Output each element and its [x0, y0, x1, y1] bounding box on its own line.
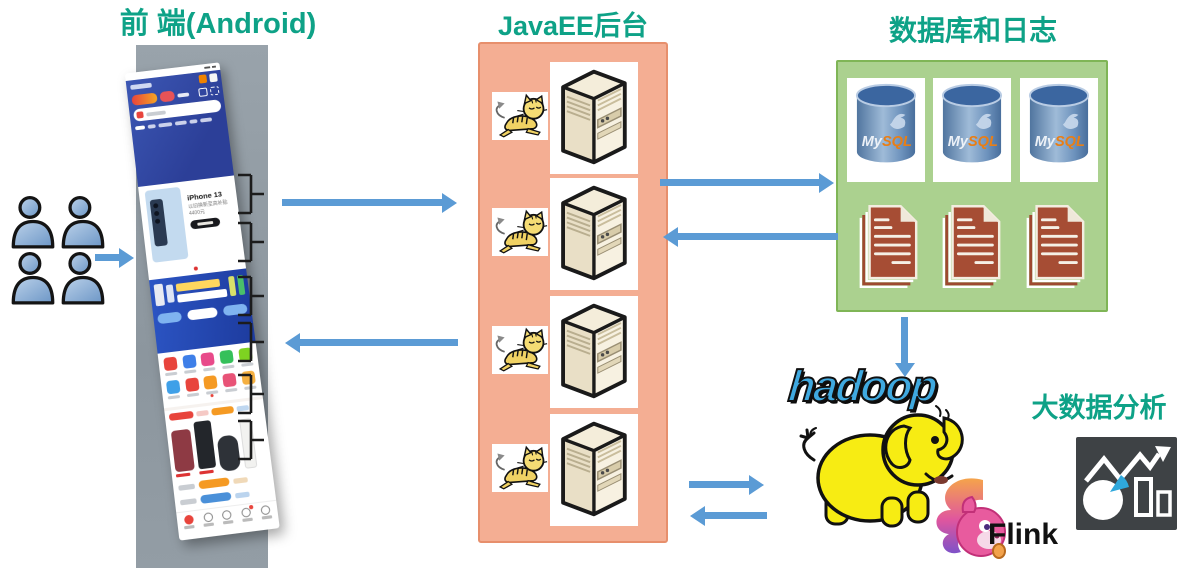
nav-item — [222, 509, 234, 525]
log-file-stack-icon — [859, 205, 917, 289]
banner-subtitle: 以旧换新至高补贴4400元 — [187, 199, 228, 217]
backend-box — [478, 42, 668, 543]
mysql-label-my: My — [1034, 134, 1055, 150]
arrow-hadoop-to-backend — [705, 512, 767, 519]
frontend-title: 前 端(Android) — [119, 8, 317, 40]
user-icon — [61, 195, 105, 249]
tomcat-icon — [492, 326, 548, 374]
arrow-users-to-frontend — [95, 254, 119, 261]
section-bracket — [238, 321, 264, 363]
mysql-database-icon: MySQL — [933, 78, 1011, 182]
log-files-group — [838, 204, 1106, 290]
server-icon — [550, 414, 638, 526]
mysql-label-sql: SQL — [968, 134, 998, 150]
arrow-db-to-hadoop — [901, 317, 908, 363]
tomcat-server-row — [480, 296, 666, 410]
arrow-frontend-to-backend — [282, 199, 442, 206]
iphone-image — [144, 186, 189, 263]
phone-header — [125, 69, 234, 187]
nav-item — [202, 512, 215, 527]
users-group — [8, 194, 116, 306]
tomcat-icon — [492, 444, 548, 492]
banner-button — [189, 217, 221, 230]
bigdata-title: 大数据分析 — [1031, 393, 1167, 423]
flink-squirrel-icon — [936, 478, 1006, 559]
frontend-panel: iPhone 13 以旧换新至高补贴4400元 — [124, 45, 280, 568]
user-icon — [11, 195, 55, 249]
app-icon — [181, 354, 197, 374]
server-icon — [550, 296, 638, 408]
app-icon — [203, 375, 219, 398]
server-icon — [550, 62, 638, 174]
app-icon — [219, 349, 235, 370]
tomcat-icon — [492, 208, 548, 256]
database-box: MySQL MySQL — [836, 60, 1108, 312]
svg-text:MySQL: MySQL — [948, 134, 998, 150]
arrow-backend-to-frontend — [300, 339, 458, 346]
svg-text:MySQL: MySQL — [1034, 134, 1084, 150]
section-bracket — [238, 275, 264, 317]
backend-title: JavaEE后台 — [497, 11, 649, 41]
mysql-database-icon: MySQL — [846, 78, 925, 182]
mysql-label-my: My — [948, 134, 969, 150]
log-file-stack-icon — [942, 205, 1001, 289]
svg-text:MySQL: MySQL — [861, 134, 911, 150]
nav-item — [241, 504, 254, 523]
app-icon — [200, 351, 216, 372]
user-icon — [11, 251, 55, 305]
app-icon — [163, 356, 179, 377]
user-icon — [61, 251, 105, 305]
tomcat-server-row — [480, 414, 666, 528]
arrow-backend-to-db — [660, 179, 819, 186]
phone-banner-iphone: iPhone 13 以旧换新至高补贴4400元 — [138, 175, 247, 281]
section-bracket — [238, 221, 264, 263]
flink-logo-text: Flink — [988, 518, 1059, 551]
app-icon — [165, 379, 181, 400]
mysql-database-icon: MySQL — [1019, 78, 1098, 182]
section-bracket — [238, 419, 264, 461]
section-bracket — [238, 173, 264, 215]
server-icon — [550, 178, 638, 290]
product-image — [170, 428, 196, 478]
nav-item — [260, 504, 272, 520]
product-image — [193, 420, 217, 475]
database-title: 数据库和日志 — [888, 15, 1057, 46]
mysql-cluster: MySQL MySQL — [838, 78, 1106, 182]
log-file-stack-icon — [1026, 205, 1084, 289]
hadoop-elephant-icon — [799, 405, 964, 528]
section-bracket — [238, 373, 264, 415]
mysql-label-sql: SQL — [881, 134, 911, 150]
app-icon — [184, 377, 200, 398]
analytics-chart-icon — [1076, 437, 1177, 530]
arrow-backend-to-hadoop — [689, 481, 749, 488]
tomcat-server-row — [480, 178, 666, 292]
tomcat-server-row — [480, 62, 666, 176]
tomcat-icon — [492, 92, 548, 140]
arrow-db-to-backend — [678, 233, 838, 240]
mysql-label-sql: SQL — [1054, 134, 1084, 150]
nav-item — [183, 514, 196, 530]
mysql-label-my: My — [861, 134, 882, 150]
